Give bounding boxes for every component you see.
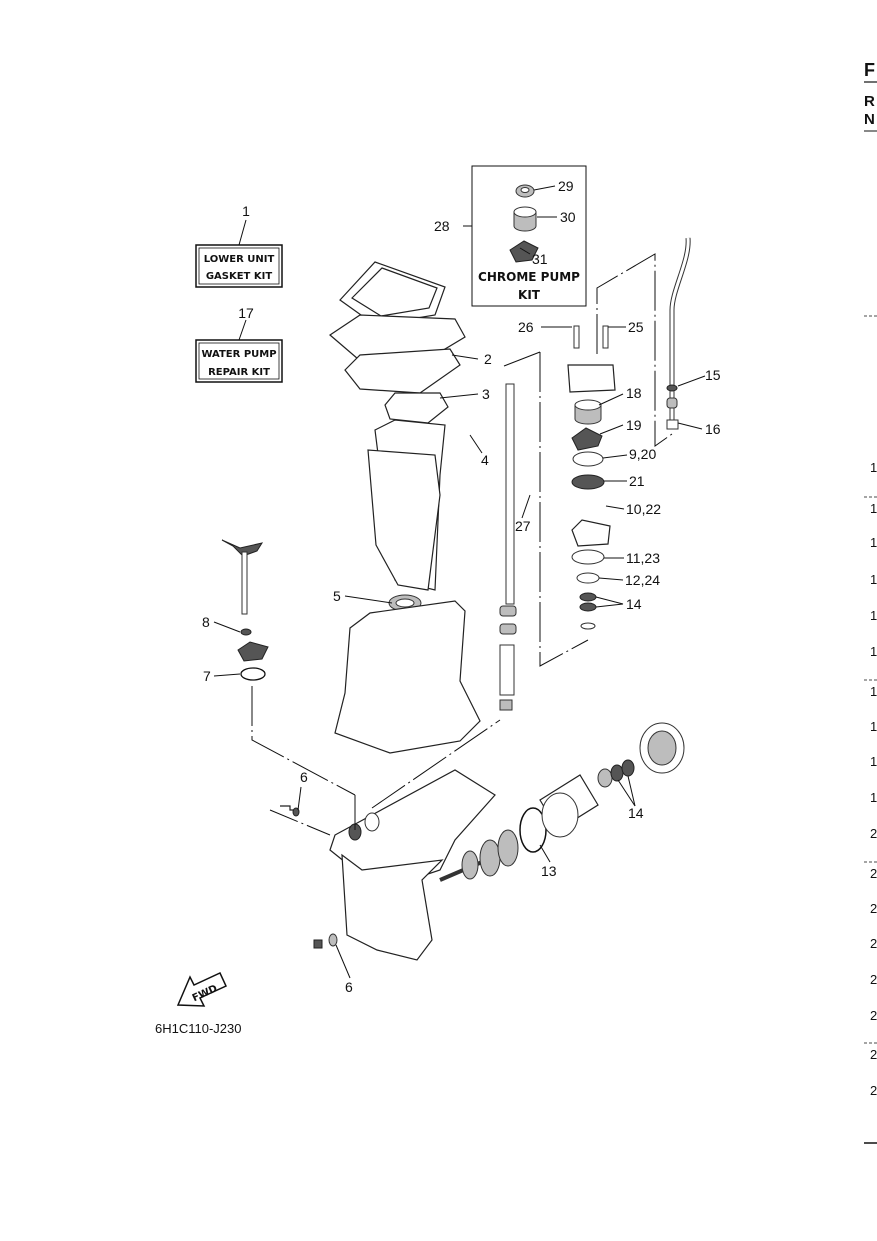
callout-29: 29: [558, 178, 574, 194]
chrome-kit-title: CHROME PUMP: [478, 270, 580, 284]
edge-side-2: 1: [870, 535, 877, 550]
callout-28: 28: [434, 218, 450, 234]
bolts-6: [280, 805, 338, 949]
callout-27: 27: [515, 518, 531, 534]
shift-rod: [221, 539, 269, 681]
gasket-stack: [329, 261, 466, 424]
pump-plate-part: [509, 240, 539, 263]
edge-side-10: 2: [870, 826, 877, 841]
lower-unit-gasket-kit-box: LOWER UNIT GASKET KIT: [195, 244, 283, 288]
edge-side-0: 1: [870, 460, 877, 475]
gasket-kit-sub: GASKET KIT: [206, 271, 273, 282]
callout-16: 16: [705, 421, 721, 437]
callout-labels: 1 17 2 3 4 5 6 6 7 8 13 14 14 15 16 18 1…: [202, 178, 721, 995]
callout-21: 21: [629, 473, 645, 489]
callout-18: 18: [626, 385, 642, 401]
lower-casing: [329, 769, 496, 961]
edge-top-2: N: [864, 111, 875, 128]
edge-side-15: 2: [870, 1008, 877, 1023]
o-ring-13: [519, 807, 547, 853]
right-edge-column: F R N 1 1 1 1 1 1 1 1 1 1 2 2 2 2 2 2 2: [864, 60, 877, 1144]
edge-side-4: 1: [870, 608, 877, 623]
fwd-arrow-icon: FWD: [176, 972, 227, 1007]
water-kit-sub: REPAIR KIT: [208, 367, 270, 378]
drawing-code: 6H1C110-J230: [155, 1021, 241, 1036]
callout-10-22: 10,22: [626, 501, 661, 517]
callout-6-lower: 6: [345, 979, 353, 995]
o-ring-7: [240, 667, 266, 681]
edge-side-9: 1: [870, 790, 877, 805]
edge-side-16: 2: [870, 1047, 877, 1062]
chrome-kit-sub: KIT: [518, 288, 541, 302]
edge-side-13: 2: [870, 936, 877, 951]
callout-17: 17: [238, 305, 254, 321]
callout-15: 15: [705, 367, 721, 383]
callout-9-20: 9,20: [629, 446, 656, 462]
callout-25: 25: [628, 319, 644, 335]
callout-7: 7: [203, 668, 211, 684]
water-tube: [666, 237, 691, 430]
chrome-pump-kit-box: CHROME PUMP KIT: [471, 165, 587, 307]
callout-1: 1: [242, 203, 250, 219]
callout-14-shaft: 14: [628, 805, 644, 821]
callout-19: 19: [626, 417, 642, 433]
edge-side-17: 2: [870, 1083, 877, 1098]
callout-11-23: 11,23: [626, 550, 660, 566]
callout-30: 30: [560, 209, 576, 225]
callout-31: 31: [532, 251, 548, 267]
edge-side-7: 1: [870, 719, 877, 734]
edge-side-1: 1: [870, 501, 877, 516]
edge-side-12: 2: [870, 901, 877, 916]
water-pump-repair-kit-box: WATER PUMP REPAIR KIT: [195, 339, 283, 383]
callout-26: 26: [518, 319, 534, 335]
edge-side-8: 1: [870, 754, 877, 769]
water-kit-title: WATER PUMP: [201, 349, 276, 360]
edge-side-14: 2: [870, 972, 877, 987]
callout-13: 13: [541, 863, 557, 879]
callout-14-pump: 14: [626, 596, 642, 612]
water-pump-assembly: [567, 325, 616, 630]
upper-casing: [334, 419, 481, 754]
callout-12-24: 12,24: [625, 572, 660, 588]
callout-8: 8: [202, 614, 210, 630]
leader-lines: [213, 185, 706, 979]
propeller-shaft-group: [439, 722, 685, 882]
edge-top-1: R: [864, 93, 875, 110]
callout-6-upper: 6: [300, 769, 308, 785]
callout-3: 3: [482, 386, 490, 402]
edge-side-5: 1: [870, 644, 877, 659]
callout-5: 5: [333, 588, 341, 604]
edge-side-11: 2: [870, 866, 877, 881]
edge-top-0: F: [864, 60, 875, 80]
edge-side-3: 1: [870, 572, 877, 587]
edge-side-6: 1: [870, 684, 877, 699]
callout-2: 2: [484, 351, 492, 367]
drive-shaft: [499, 383, 517, 711]
callout-4: 4: [481, 452, 489, 468]
gasket-kit-title: LOWER UNIT: [204, 254, 275, 265]
